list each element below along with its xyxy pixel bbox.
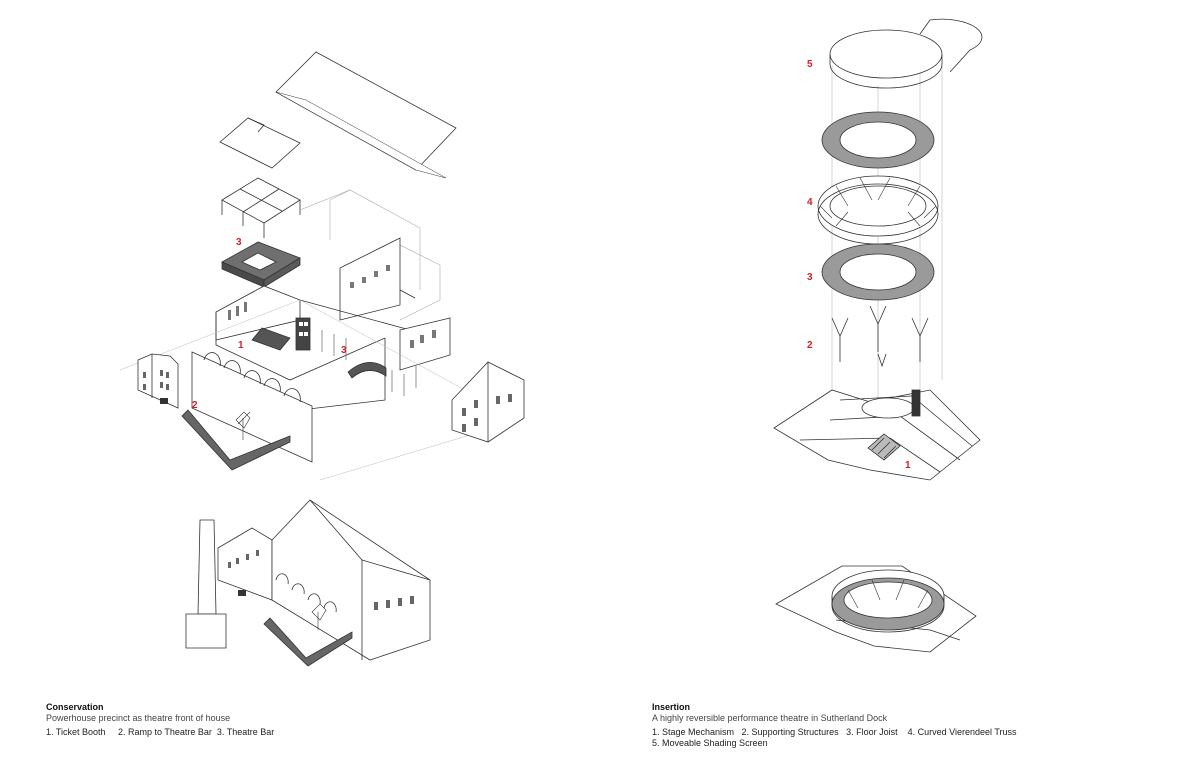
dock-site	[773, 389, 981, 481]
marker-2: 2	[807, 340, 813, 351]
vierendeel-truss	[817, 175, 939, 245]
columns	[321, 330, 417, 396]
conservation-caption: Conservation Powerhouse precinct as thea…	[46, 702, 546, 738]
marker-3: 3	[807, 272, 813, 283]
middle-floor	[215, 285, 451, 411]
marker-3-lower: 3	[341, 345, 347, 356]
conservation-panel: 3 1 3 2	[0, 0, 600, 700]
skylight-frame	[221, 177, 301, 238]
marker-2: 2	[192, 400, 198, 411]
floor-joist-ring	[821, 243, 935, 301]
conservation-title: Conservation	[46, 702, 104, 712]
main-roof	[275, 51, 457, 179]
right-gable	[451, 361, 525, 443]
supporting-structures	[831, 305, 929, 368]
upper-wall	[339, 237, 416, 321]
insertion-subtitle: A highly reversible performance theatre …	[652, 713, 888, 723]
insertion-caption: Insertion A highly reversible performanc…	[652, 702, 1192, 749]
conservation-legend: 1. Ticket Booth 2. Ramp to Theatre Bar 3…	[46, 727, 275, 737]
tree	[235, 411, 251, 440]
insertion-legend-line2: 5. Moveable Shading Screen	[652, 738, 768, 748]
left-building	[137, 353, 179, 409]
insertion-title: Insertion	[652, 702, 691, 712]
shading-screen	[829, 18, 983, 89]
ramp-to-theatre-bar	[181, 409, 291, 471]
ticket-booth-ramp	[251, 327, 291, 351]
assembled-ramp	[263, 617, 353, 667]
small-roof	[219, 117, 301, 169]
stage-mechanism	[867, 433, 901, 461]
ring-upper	[821, 111, 935, 169]
arched-wall	[191, 351, 313, 463]
insertion-panel: 5 4 3 2 1	[600, 0, 1200, 700]
marker-1: 1	[905, 460, 911, 471]
marker-4: 4	[807, 197, 813, 208]
theatre-bar-lower	[347, 362, 387, 379]
assembled-building	[185, 499, 431, 661]
theatre-bar-upper	[221, 241, 301, 288]
assembled-view	[775, 565, 977, 653]
conservation-subtitle: Powerhouse precinct as theatre front of …	[46, 713, 231, 723]
tower-block	[295, 317, 311, 351]
insertion-legend-line1: 1. Stage Mechanism 2. Supporting Structu…	[652, 727, 1017, 737]
marker-5: 5	[807, 59, 813, 70]
marker-3-upper: 3	[236, 237, 242, 248]
conservation-drawing	[119, 51, 525, 667]
insertion-drawing	[773, 18, 983, 653]
marker-1: 1	[238, 340, 244, 351]
